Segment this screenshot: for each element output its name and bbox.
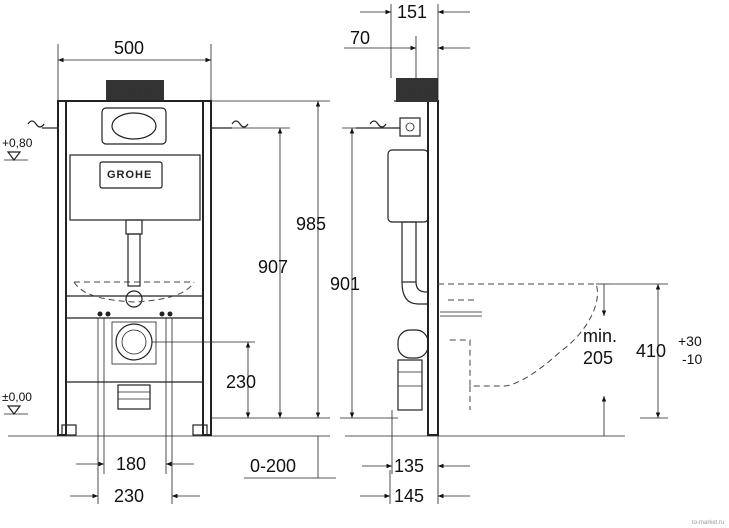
dim-side-135: 135 <box>362 410 470 504</box>
dim-front-230-width: 230 <box>70 318 200 506</box>
svg-text:0-200: 0-200 <box>250 456 296 476</box>
svg-text:-10: -10 <box>682 351 702 367</box>
dim-side-151: 151 <box>360 2 470 100</box>
dim-side-min-205: min. 205 <box>583 283 617 436</box>
frame-left-upright <box>57 100 67 436</box>
svg-text:±0,00: ±0,00 <box>2 390 32 404</box>
waste-outlet <box>115 323 153 361</box>
dim-front-0-200: 0-200 <box>244 436 336 479</box>
toilet-bowl-outline <box>438 283 598 387</box>
dim-front-180: 180 <box>76 318 194 474</box>
grohe-logo: GROHE <box>107 169 152 181</box>
frame-right-upright <box>202 100 212 436</box>
dim-side-145: 145 <box>360 470 470 506</box>
svg-text:+0,80: +0,80 <box>2 136 33 150</box>
svg-text:+30: +30 <box>678 333 702 349</box>
dim-front-907: 907 <box>232 127 290 418</box>
svg-text:230: 230 <box>114 486 144 506</box>
dim-front-230-height: 230 <box>152 341 330 419</box>
side-view <box>356 78 598 436</box>
svg-text:907: 907 <box>258 257 288 277</box>
svg-text:145: 145 <box>394 486 424 506</box>
svg-text:151: 151 <box>397 2 427 22</box>
dim-side-901: 901 <box>330 127 398 419</box>
svg-text:901: 901 <box>330 274 360 294</box>
svg-text:985: 985 <box>296 214 326 234</box>
svg-text:230: 230 <box>226 372 256 392</box>
svg-text:min.: min. <box>583 326 617 346</box>
svg-text:500: 500 <box>114 38 144 58</box>
front-view: GROHE <box>27 80 249 436</box>
watermark: to-market.ru <box>692 520 724 526</box>
dim-side-410: 410 +30 -10 <box>610 283 702 419</box>
dim-side-70: 70 <box>344 28 470 78</box>
level-marker-floor: ±0,00 <box>2 390 32 415</box>
level-marker-top: +0,80 <box>2 136 33 161</box>
side-frame <box>427 100 439 436</box>
svg-text:70: 70 <box>350 28 370 48</box>
dim-front-985: 985 <box>211 100 330 418</box>
svg-text:135: 135 <box>394 456 424 476</box>
svg-text:180: 180 <box>116 454 146 474</box>
svg-text:410: 410 <box>636 341 666 361</box>
dim-front-width: 500 <box>57 38 212 100</box>
svg-text:205: 205 <box>583 348 613 368</box>
